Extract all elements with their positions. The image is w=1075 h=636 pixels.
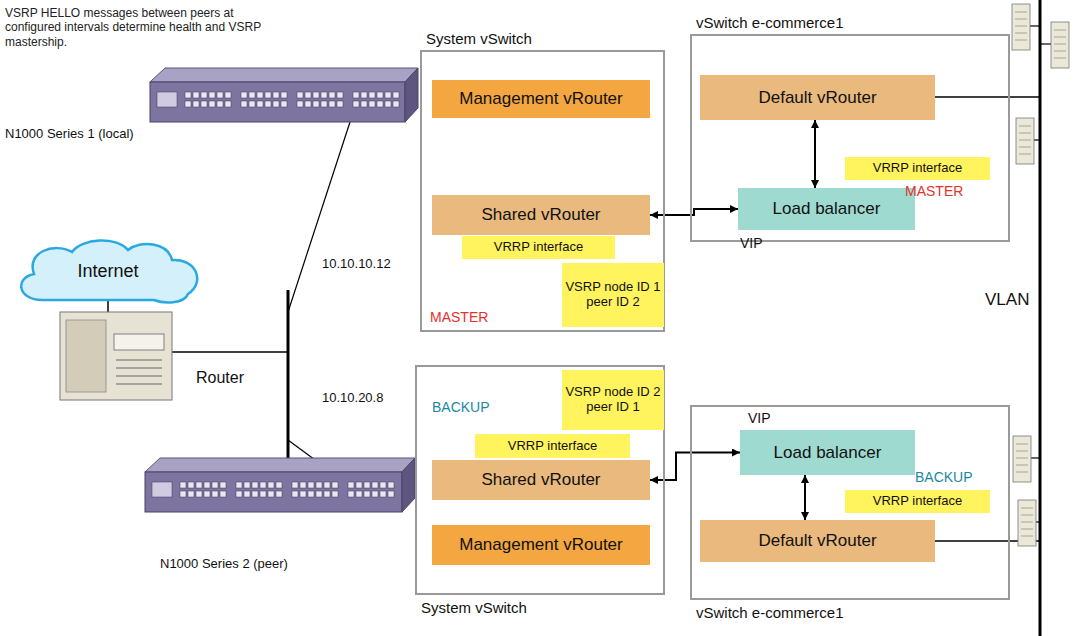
router-link [170,351,288,353]
vrouter-box: Management vRouter [432,80,650,118]
note-text: VSRP HELLO messages between peers at con… [5,6,270,49]
vsrp-note: VSRP node ID 1 peer ID 2 [562,263,664,327]
vrouter-box: Shared vRouter [432,195,650,235]
ip-address: 10.10.10.12 [322,256,391,272]
node-label: Shared vRouter [481,205,600,225]
node-label: Default vRouter [758,531,876,551]
vrouter-box: Default vRouter [700,520,935,562]
node-label: VSRP node ID 1 peer ID 2 [562,280,664,310]
vrouter-box: Default vRouter [700,75,935,120]
vsrp-note: VSRP node ID 2 peer ID 1 [562,370,664,430]
state-label: MASTER [905,183,963,200]
state-label: BACKUP [915,469,973,486]
ip-address: 10.10.20.8 [322,390,383,406]
vlan-label: VLAN [985,290,1029,310]
container-heading: vSwitch e-commerce1 [696,604,844,621]
internet-link [107,300,109,312]
vip-label: VIP [748,410,771,427]
uplink-wire [288,122,350,312]
vrouter-box: Shared vRouter [432,460,650,500]
vrrp-interface: VRRP interface [462,236,615,259]
vip-label: VIP [740,235,763,252]
server-icons [1012,4,1069,546]
switch-chassis [145,458,415,512]
load-balancer-box: Load balancer [740,430,915,475]
node-label: Default vRouter [758,88,876,108]
node-label: Management vRouter [459,535,622,555]
connector-arrow [804,475,806,520]
router-icon [60,312,172,400]
vrrp-interface: VRRP interface [845,490,990,513]
node-label: VRRP interface [508,439,597,454]
state-label: BACKUP [432,399,490,416]
state-label: MASTER [430,309,488,326]
node-label: Load balancer [774,443,882,463]
node-label: Management vRouter [459,89,622,109]
node-label: Internet [77,261,138,282]
switch-chassis [150,68,418,122]
container-heading: vSwitch e-commerce1 [696,14,844,31]
connector-arrow [814,120,816,188]
vrrp-interface: VRRP interface [475,434,630,458]
node-label: Shared vRouter [481,470,600,490]
node-label: VRRP interface [873,161,962,176]
internet-cloud: Internet [12,236,204,306]
node-label: Load balancer [773,199,881,219]
node-label: VSRP node ID 2 peer ID 1 [562,385,664,415]
vswitch-container: Management vRouterShared vRouterVRRP int… [420,50,665,332]
lan-segment [287,290,290,462]
container-heading: System vSwitch [426,30,532,47]
device-label: Router [196,368,244,387]
node-label: VRRP interface [873,494,962,509]
device-label: N1000 Series 1 (local) [5,126,134,142]
vswitch-container: Load balancerVRRP interfaceDefault vRout… [690,405,1010,600]
vswitch-container: Default vRouterVRRP interfaceLoad balanc… [690,34,1010,242]
vlan-link [935,96,1040,98]
device-label: N1000 Series 2 (peer) [160,556,288,572]
container-heading: System vSwitch [421,599,527,616]
load-balancer-box: Load balancer [738,188,915,230]
vrouter-box: Management vRouter [432,525,650,565]
vrrp-interface: VRRP interface [845,157,990,180]
node-label: VRRP interface [494,240,583,255]
